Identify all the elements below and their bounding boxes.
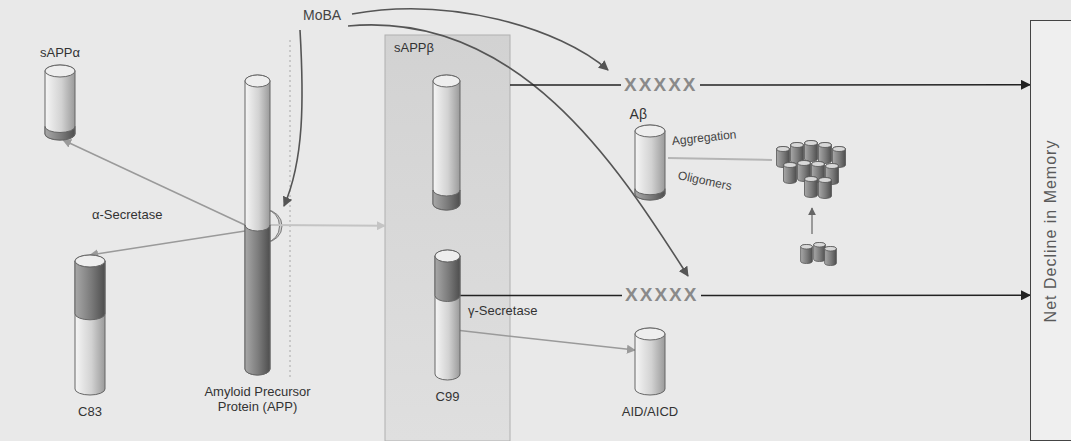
cylinder-body [435,250,460,380]
cylinder-top [635,328,665,340]
process-label: Oligomers [676,168,733,194]
node-label: sAPPα [40,45,80,60]
cylinder-body [45,65,75,140]
moba-arrow [284,30,302,206]
aggregation-line [668,158,772,160]
fragment-cylinder: C83 [75,255,105,395]
moba-arrow [352,9,608,70]
connector-arrow [90,231,245,255]
connector-arrow [270,224,385,227]
outcome-box: Net Decline in Memory [1030,20,1071,441]
connector-arrow [510,84,1030,86]
cylinder-band [245,225,270,375]
cylinder-top [635,125,665,137]
fragment-cylinder: AID/AICD [635,328,665,395]
cylinder-body [635,328,665,395]
connector-arrow [63,140,245,225]
blocked-mark: XXXXX [621,74,700,96]
fragment-cylinder: C99 [435,250,460,380]
shaded-group: sAPPβC99 [385,35,510,441]
dotted-divider [290,40,291,380]
cylinder-top [75,255,105,267]
enzyme-label: γ-Secretase [468,303,537,318]
cylinder-band [45,127,75,141]
cylinder-shape [635,328,665,395]
cylinder-shape [75,255,105,395]
cylinder-body [75,255,105,395]
node-label: sAPPβ [394,40,434,55]
cylinder-band [75,261,105,320]
enzyme-label: α-Secretase [92,207,162,222]
aggregate-cluster [777,141,846,199]
precursor-cylinder: Amyloid Precursor Protein (APP) [245,75,270,375]
node-label: AID/AICD [622,404,678,419]
cylinder-top [435,250,460,262]
agent-label: MoBA [303,8,341,23]
node-label: Aβ [630,107,647,122]
aggregation-arrow [811,208,812,234]
shaded-band [385,35,510,441]
cylinder-top [45,65,75,77]
cylinder-shape [635,125,665,200]
node-label: C83 [78,404,102,419]
moba-arrow [348,25,688,276]
node-label: C99 [436,389,460,404]
connector-arrow [460,295,1030,297]
outcome-text: Net Decline in Memory [1042,139,1060,322]
fragment-cylinder: sAPPα [45,65,75,140]
connector-arrow [460,331,635,351]
node-label: Amyloid Precursor Protein (APP) [195,384,320,414]
cylinder-shape [245,75,270,375]
cylinder-shape [45,65,75,140]
peptide-cylinder: Aβ [635,125,665,200]
cylinder-top [245,75,270,87]
process-label: Aggregation [671,127,737,149]
cylinder-body [245,75,270,375]
blocked-mark: XXXXX [622,284,701,306]
sappb-cylinder [433,75,460,210]
cylinder-band [635,189,665,200]
oligomer-cluster [801,242,837,265]
cylinder-body [635,125,665,200]
moba-arrows [284,9,688,276]
cylinder-shape [435,250,460,380]
cylinder-band [435,256,460,302]
